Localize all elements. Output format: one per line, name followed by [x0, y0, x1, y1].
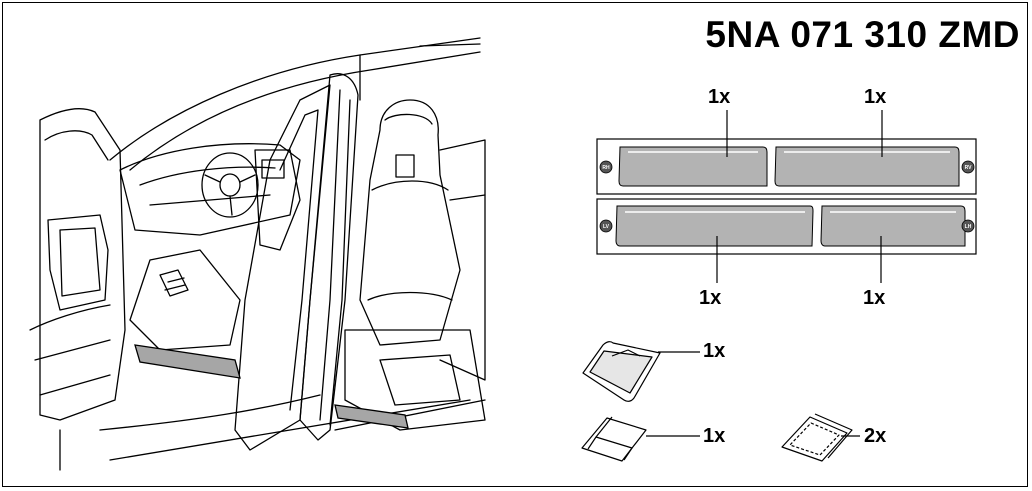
qty-strip-bottom-left: 1x — [699, 287, 722, 309]
rear-door — [234, 84, 331, 451]
car-interior-illustration — [29, 37, 486, 471]
steering-wheel — [201, 152, 259, 218]
corner-marker-lh — [961, 219, 975, 233]
front-seat — [359, 99, 461, 346]
strip-bottom-left — [615, 205, 814, 247]
front-sill-strip — [134, 344, 241, 379]
corner-marker-rv — [961, 160, 975, 174]
front-door — [39, 108, 126, 421]
corner-label-rv: RV — [965, 165, 973, 171]
qty-squeegee: 1x — [703, 425, 726, 447]
strip-bottom-right — [820, 205, 966, 247]
corner-label-lh: LH — [965, 224, 972, 230]
qty-strip-top-right: 1x — [864, 86, 887, 108]
b-pillar — [299, 73, 359, 441]
corner-label-rh: RH — [602, 165, 610, 171]
squeegee-icon — [581, 416, 647, 462]
corner-marker-rh — [599, 160, 613, 174]
cleaning-wipe-icon — [582, 341, 661, 402]
strip-top-right — [774, 146, 960, 187]
qty-strip-bottom-right: 1x — [863, 287, 886, 309]
corner-label-lv: LV — [603, 224, 610, 230]
corner-marker-lv — [599, 219, 613, 233]
qty-wipe: 1x — [703, 340, 726, 362]
part-number: 5NA 071 310 ZMD — [705, 14, 1020, 55]
cloth-icon — [781, 413, 853, 462]
roof-line — [109, 37, 481, 161]
qty-cloth: 2x — [864, 425, 887, 447]
rear-sill-strip — [334, 404, 409, 429]
dashboard — [119, 143, 301, 236]
qty-strip-top-left: 1x — [708, 86, 731, 108]
strip-top-left — [618, 146, 768, 187]
